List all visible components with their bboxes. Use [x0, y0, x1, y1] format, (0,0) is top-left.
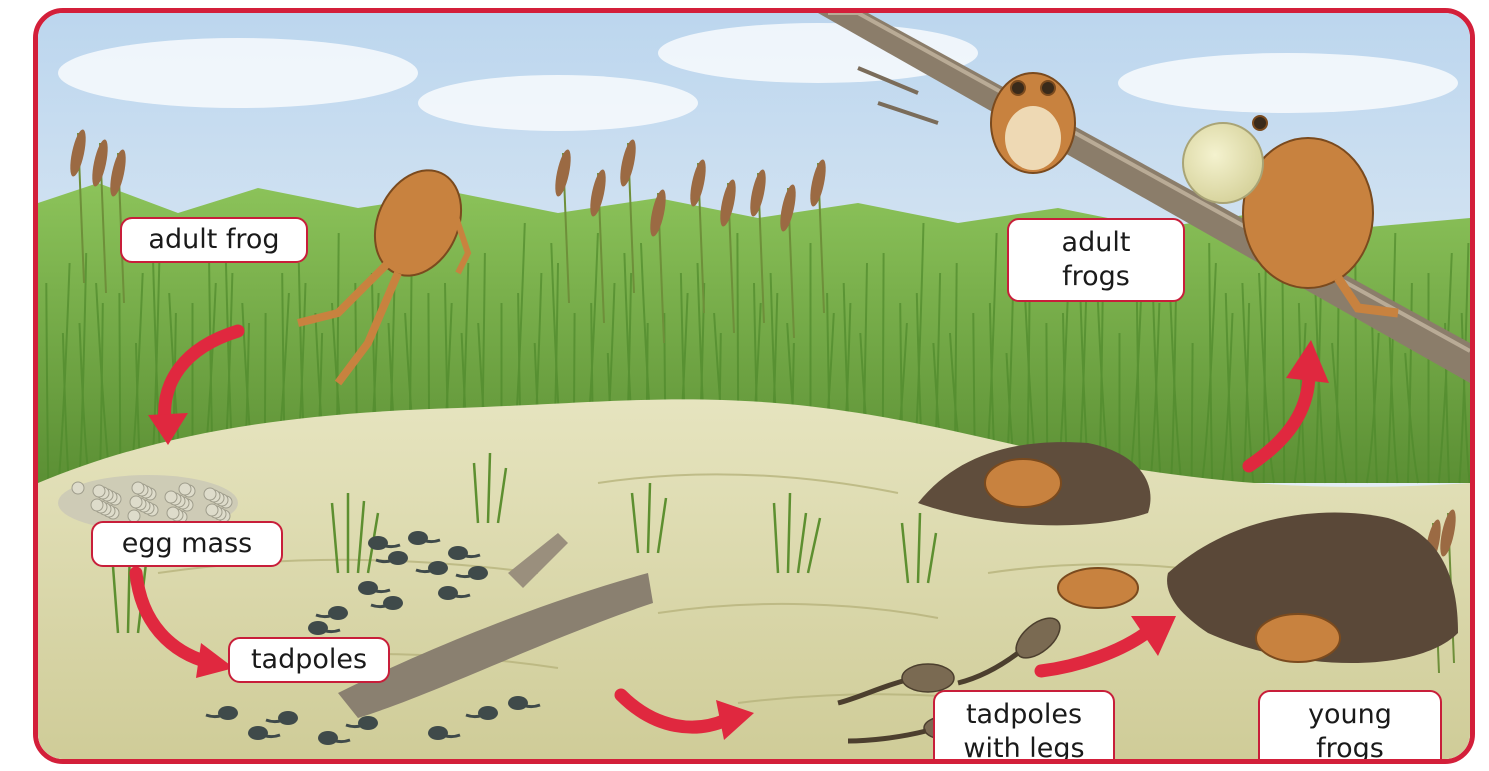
- curved-arrow-icon: [616, 685, 756, 745]
- curved-arrow-icon: [143, 323, 253, 448]
- diagram-frame: adult frog adult frogs egg mass tadpoles…: [33, 8, 1475, 764]
- label-adult-frogs: adult frogs: [1007, 218, 1185, 302]
- label-young-frogs: young frogs: [1258, 690, 1442, 764]
- label-adult-frog: adult frog: [120, 217, 308, 263]
- label-tadpoles: tadpoles: [228, 637, 390, 683]
- label-egg-mass: egg mass: [91, 521, 283, 567]
- curved-arrow-icon: [126, 568, 236, 678]
- label-tadpoles-with-legs: tadpoles with legs: [933, 690, 1115, 764]
- curved-arrow-icon: [1241, 338, 1331, 473]
- curved-arrow-icon: [1036, 611, 1181, 681]
